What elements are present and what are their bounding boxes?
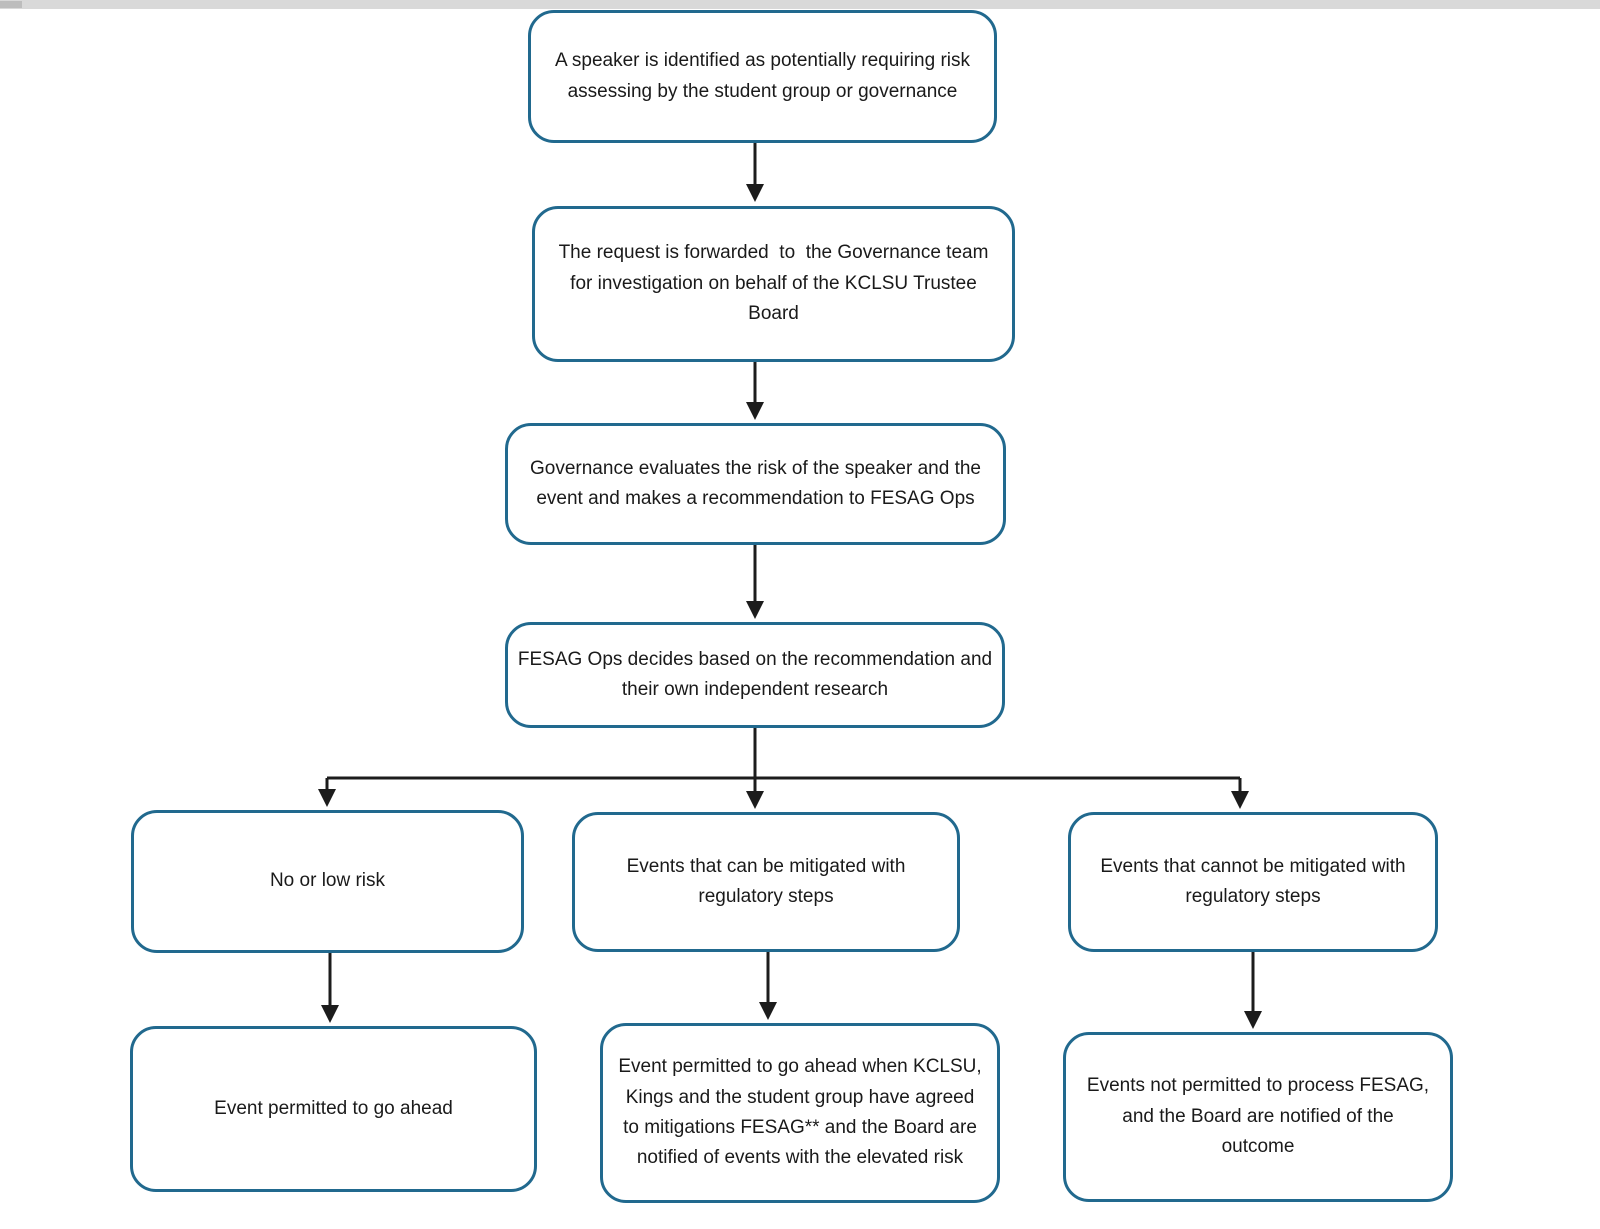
flow-node-fesag-decides-label: FESAG Ops decides based on the recommend… (517, 648, 993, 700)
flow-node-events-not-permitted: Events not permitted to process FESAG, a… (1063, 1032, 1453, 1202)
flow-node-no-or-low-risk-label: No or low risk (269, 870, 386, 892)
flow-node-mitigable-events-label: Events that can be mitigated with regula… (626, 855, 906, 907)
flow-node-non-mitigable-events-label: Events that cannot be mitigated with reg… (1100, 855, 1406, 907)
flow-node-event-permitted: Event permitted to go ahead (130, 1026, 537, 1192)
flow-node-mitigable-events: Events that can be mitigated with regula… (572, 812, 960, 952)
flow-node-fesag-decides: FESAG Ops decides based on the recommend… (505, 622, 1005, 728)
flow-node-event-permitted-with-mitigations-label: Event permitted to go ahead when KCLSU, … (618, 1056, 982, 1169)
flow-node-request-forwarded-label: The request is forwarded to the Governan… (558, 242, 989, 325)
flow-node-governance-evaluates-label: Governance evaluates the risk of the spe… (530, 457, 981, 509)
top-bar (0, 0, 1600, 9)
flow-node-events-not-permitted-label: Events not permitted to process FESAG, a… (1086, 1075, 1430, 1158)
flow-node-speaker-identified-label: A speaker is identified as potentially r… (554, 50, 971, 102)
flow-node-governance-evaluates: Governance evaluates the risk of the spe… (505, 423, 1006, 545)
flow-node-event-permitted-with-mitigations: Event permitted to go ahead when KCLSU, … (600, 1023, 1000, 1203)
flow-node-event-permitted-label: Event permitted to go ahead (214, 1097, 453, 1119)
flow-node-request-forwarded: The request is forwarded to the Governan… (532, 206, 1015, 362)
flow-node-speaker-identified: A speaker is identified as potentially r… (528, 10, 997, 143)
flow-node-no-or-low-risk: No or low risk (131, 810, 524, 953)
top-bar-left-segment (0, 1, 22, 8)
flow-node-non-mitigable-events: Events that cannot be mitigated with reg… (1068, 812, 1438, 952)
